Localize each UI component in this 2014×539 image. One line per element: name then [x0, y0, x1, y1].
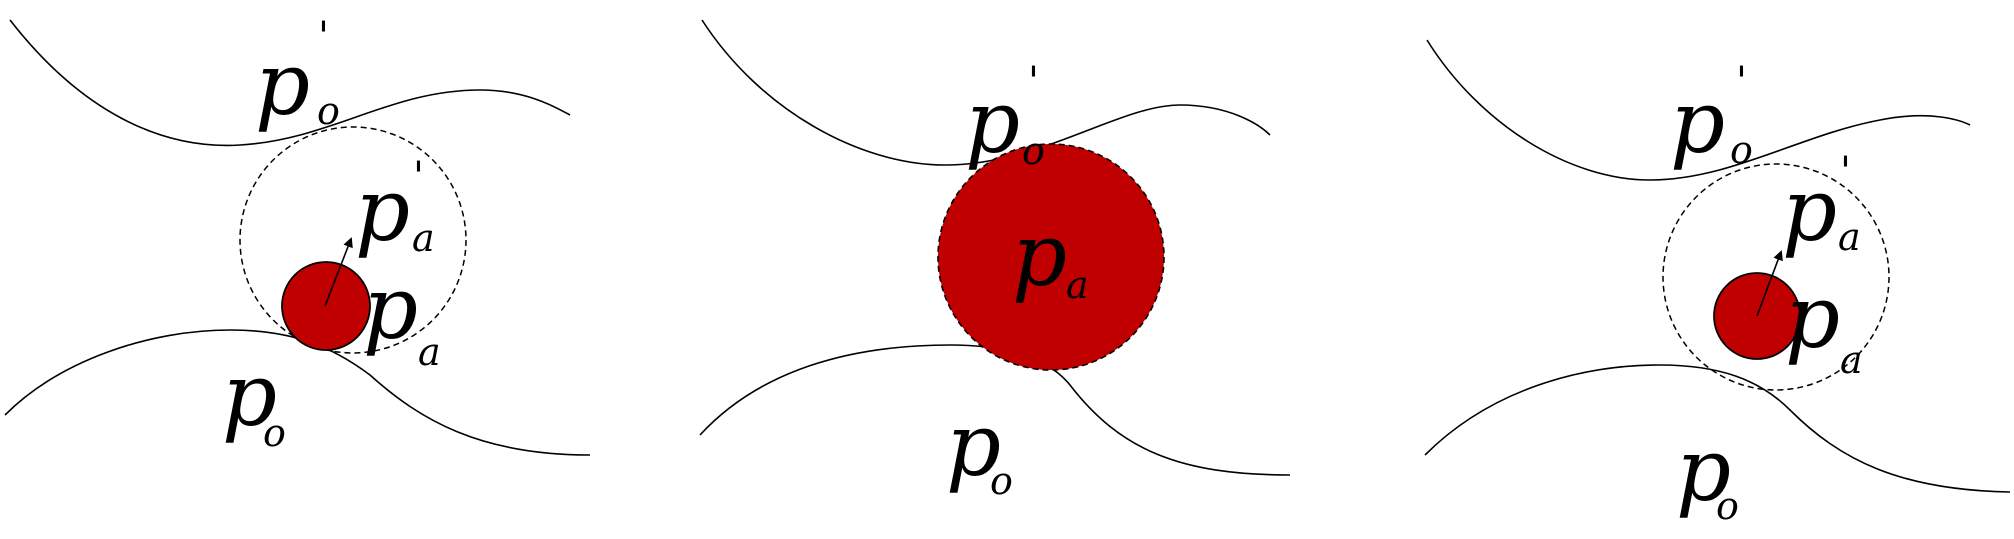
- svg-text:o: o: [1730, 128, 1753, 172]
- obstacle-label: p o: [946, 396, 1013, 503]
- upper-boundary-curve: [1426, 39, 1971, 181]
- obstacle-prime-label: p o ': [965, 59, 1045, 173]
- upper-boundary-curve: [9, 19, 571, 147]
- panel-3: p o ' p a ' p a p o: [1424, 39, 2011, 528]
- lower-boundary-curve: [1424, 364, 2011, 493]
- svg-text:p: p: [355, 161, 410, 261]
- agent-label: p a: [1012, 206, 1089, 307]
- panel-2: p o ' p a p o: [699, 19, 1291, 503]
- svg-text:': ': [1736, 59, 1747, 105]
- panel-1: p o ' p a ' p a p o: [4, 14, 591, 456]
- obstacle-prime-label: p o ': [1670, 59, 1753, 173]
- svg-text:p: p: [363, 259, 418, 359]
- agent-circle: [937, 143, 1165, 371]
- lower-boundary-curve: [4, 329, 591, 456]
- svg-text:a: a: [1840, 338, 1863, 382]
- svg-text:a: a: [418, 330, 441, 374]
- svg-text:p: p: [1676, 421, 1731, 521]
- svg-text:p: p: [965, 73, 1020, 173]
- detection-range-circle: [239, 126, 467, 354]
- agent-circle: [281, 261, 371, 351]
- svg-text:a: a: [412, 216, 435, 260]
- svg-text:': ': [413, 154, 424, 200]
- svg-text:': ': [318, 14, 329, 60]
- svg-text:p: p: [1782, 161, 1837, 261]
- svg-text:a: a: [1838, 215, 1861, 259]
- svg-text:o: o: [317, 89, 340, 133]
- velocity-arrow: [324, 237, 353, 307]
- svg-text:': ': [1028, 59, 1039, 105]
- svg-text:p: p: [1012, 206, 1067, 306]
- svg-text:o: o: [990, 459, 1013, 503]
- obstacle-label: p o: [1676, 421, 1739, 528]
- agent-label: p a: [363, 259, 441, 374]
- agent-label: p a: [1785, 268, 1863, 382]
- detection-range-circle: [1662, 163, 1890, 391]
- agent-prime-label: p a ': [1782, 149, 1861, 261]
- svg-text:o: o: [263, 411, 286, 455]
- obstacle-prime-label: p o ': [255, 14, 340, 135]
- svg-text:p: p: [1785, 268, 1840, 368]
- svg-text:p: p: [1670, 73, 1725, 173]
- svg-text:o: o: [1716, 484, 1739, 528]
- agent-prime-label: p a ': [355, 154, 435, 261]
- svg-text:a: a: [1066, 263, 1089, 307]
- svg-text:p: p: [222, 346, 277, 446]
- obstacle-label: p o: [222, 346, 286, 455]
- velocity-arrow: [1756, 250, 1783, 317]
- svg-text:': ': [1840, 149, 1851, 195]
- svg-text:o: o: [1022, 129, 1045, 173]
- svg-text:p: p: [946, 396, 1001, 496]
- svg-text:p: p: [255, 35, 310, 135]
